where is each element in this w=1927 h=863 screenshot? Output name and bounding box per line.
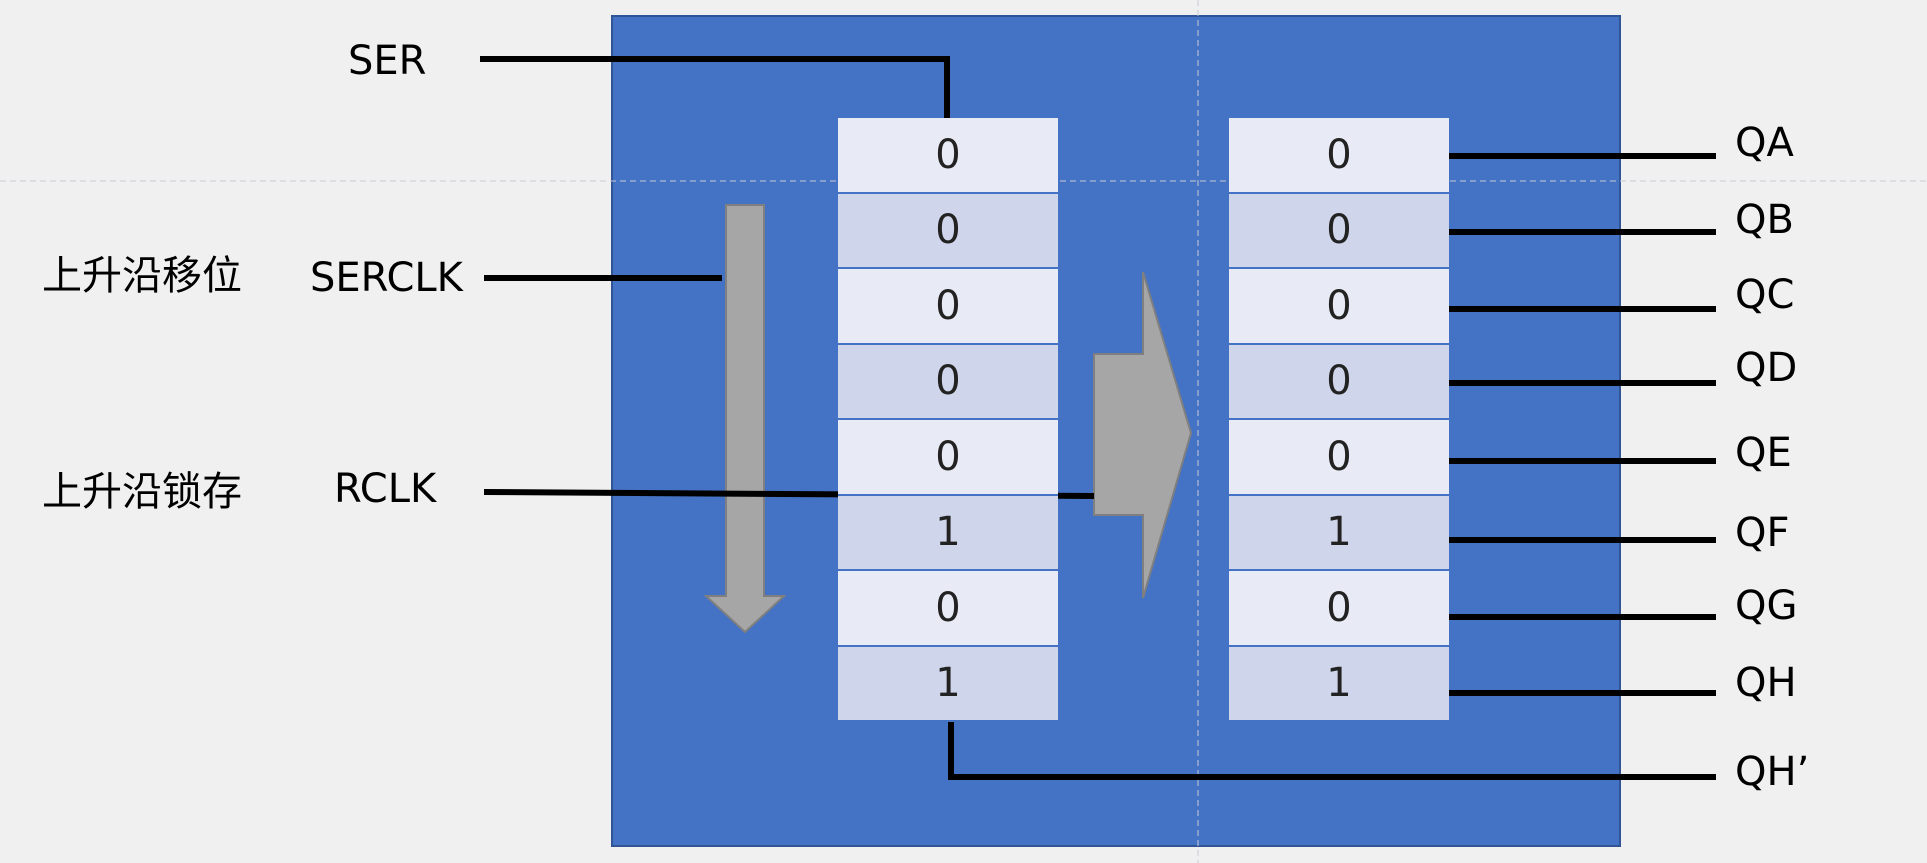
output-label-qh: QH: [1735, 660, 1797, 706]
shift-register-cell-4: 0: [838, 344, 1058, 420]
shift-register-cell-7: 0: [838, 571, 1058, 647]
output-label-qd: QD: [1735, 345, 1798, 391]
shift-register-cell-2: 0: [838, 193, 1058, 269]
qh-prime-wire: [948, 721, 1716, 780]
shift-register-cell-8: 1: [838, 646, 1058, 722]
storage-register-cell-6: 1: [1229, 495, 1449, 571]
storage-register-cell-4: 0: [1229, 344, 1449, 420]
shift-register-cell-6: 1: [838, 495, 1058, 571]
storage-register-cell-8: 1: [1229, 646, 1449, 722]
storage-register-cell-5: 0: [1229, 420, 1449, 496]
storage-register-cell-1: 0: [1229, 118, 1449, 194]
output-label-qe: QE: [1735, 430, 1792, 476]
shift-register-cell-1: 0: [838, 118, 1058, 194]
storage-register-cell-3: 0: [1229, 269, 1449, 345]
shift-down-arrow: [703, 204, 787, 634]
storage-register-cell-2: 0: [1229, 193, 1449, 269]
output-label-qf: QF: [1735, 510, 1790, 556]
output-label-qa: QA: [1735, 120, 1794, 166]
shift-register-cell-5: 0: [838, 420, 1058, 496]
serial-out-label: QH’: [1735, 749, 1810, 795]
shift-register-cell-3: 0: [838, 269, 1058, 345]
rclk-edge-note: 上升沿锁存: [42, 469, 242, 515]
latch-right-arrow: [1093, 271, 1193, 599]
storage-register-cell-7: 0: [1229, 571, 1449, 647]
ser-wire: [480, 56, 950, 118]
ser-label: SER: [348, 38, 427, 84]
serclk-edge-note: 上升沿移位: [42, 253, 242, 299]
rclk-label: RCLK: [334, 466, 437, 512]
output-label-qb: QB: [1735, 197, 1794, 243]
output-label-qc: QC: [1735, 272, 1795, 318]
output-label-qg: QG: [1735, 583, 1798, 629]
serclk-label: SERCLK: [310, 255, 463, 301]
